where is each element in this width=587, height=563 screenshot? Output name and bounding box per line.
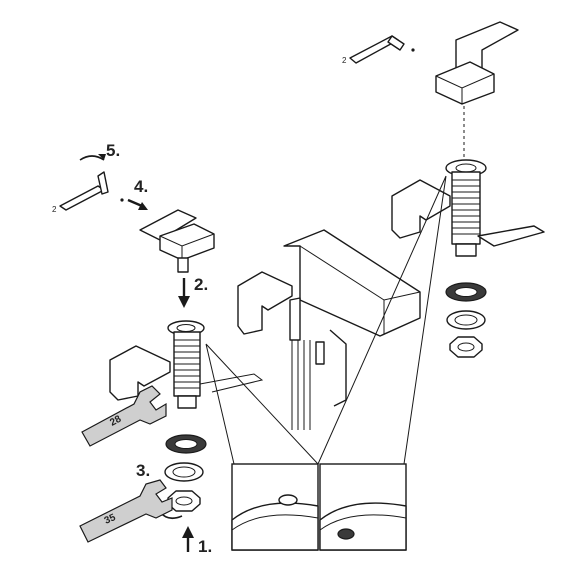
spout-assembly: [237, 229, 421, 430]
rotate-arrowhead-icon: [98, 154, 106, 160]
right-washer-stack: [445, 282, 487, 358]
center-basin-wall: [329, 329, 347, 407]
wrench-35-size: 35: [103, 512, 118, 527]
right-basin-deck: [477, 225, 545, 247]
left-lever-handle: [139, 209, 215, 273]
left-hex-key-size: 2: [52, 205, 57, 214]
step-4-label: 4.: [134, 177, 148, 196]
spout-body: [283, 229, 421, 337]
step-1-label: 1.: [198, 537, 212, 556]
callout-lines: [205, 175, 447, 465]
wrench-28-size: 28: [108, 414, 123, 429]
wrench-28: 28: [81, 385, 167, 447]
left-basin-ledge: [109, 345, 171, 401]
left-basin-deck: [199, 373, 264, 393]
step-3-label: 3.: [136, 461, 150, 480]
right-grub-screw: [411, 48, 415, 52]
left-grub-screw: [120, 198, 124, 202]
detail-panel-left: [231, 463, 319, 551]
rotate-arrow-icon: [79, 155, 105, 161]
detail-panel-right: [319, 463, 407, 551]
step-5-label: 5.: [106, 141, 120, 160]
right-hex-key: 2: [342, 35, 415, 65]
right-valve-body: [445, 159, 487, 257]
step-2-label: 2.: [194, 275, 208, 294]
right-basin-ledge: [391, 179, 451, 239]
wrench-35: 35: [79, 479, 173, 543]
left-washer-stack: [164, 434, 207, 512]
step4-arrow-icon: [127, 198, 143, 208]
right-handle-assembly: 2: [342, 21, 545, 358]
right-lever-handle: [435, 21, 519, 105]
right-hex-key-size: 2: [342, 56, 347, 65]
center-basin-ledge: [237, 271, 293, 335]
left-valve-body: [167, 320, 205, 409]
left-hex-key: 2: [52, 171, 109, 214]
left-handle-assembly: 2: [52, 154, 264, 552]
